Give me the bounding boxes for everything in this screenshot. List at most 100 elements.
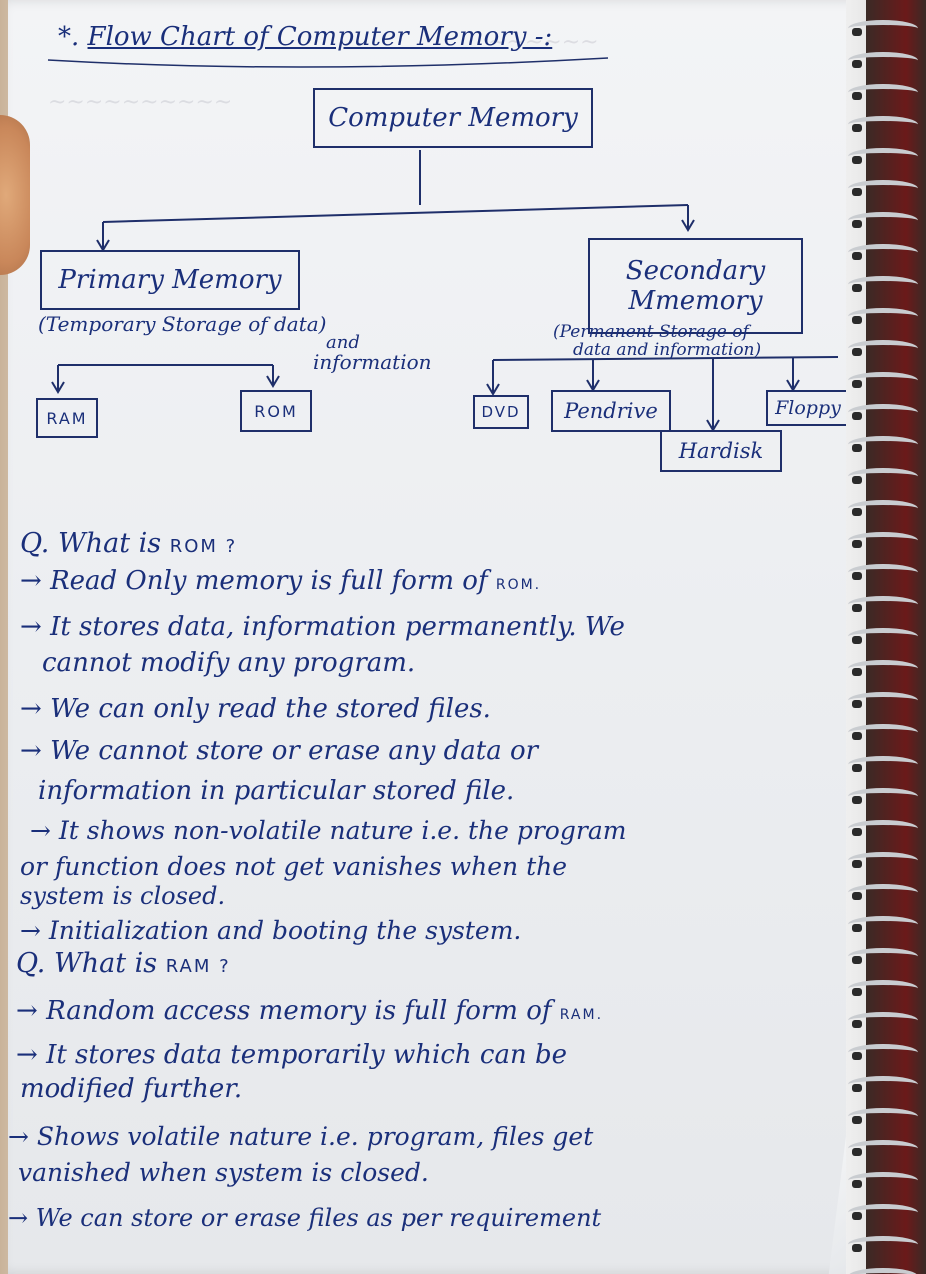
spiral-coil — [848, 1268, 918, 1274]
spiral-coil — [848, 884, 918, 901]
binding-hole — [852, 604, 862, 612]
root-node-box: Computer Memory — [313, 88, 593, 148]
spiral-coil — [848, 628, 918, 645]
thumb — [0, 115, 30, 275]
rom-point-text: Read Only memory is full form of — [50, 566, 488, 596]
binding-hole — [852, 828, 862, 836]
floppy-box: Floppy — [766, 390, 850, 426]
spiral-coil — [848, 244, 918, 261]
rom-point-continuation: cannot modify any program. — [42, 648, 416, 678]
arrow-icon: → — [20, 612, 42, 642]
rom-question-marker: Q. — [20, 528, 50, 559]
rom-question: Q. What is ROM ? — [20, 528, 237, 559]
pendrive-box: Pendrive — [551, 390, 671, 432]
secondary-memory-label-line1: Secondary — [625, 256, 766, 286]
bleed-through-text: ~~~~~~~~~~ — [48, 90, 233, 115]
binding-hole — [852, 188, 862, 196]
binding-hole — [852, 700, 862, 708]
arrow-icon: → — [20, 694, 42, 724]
primary-memory-note-line2: and — [326, 332, 360, 353]
binding-hole — [852, 1052, 862, 1060]
arrow-icon: → — [16, 996, 38, 1026]
ram-point: → We can store or erase files as per req… — [8, 1204, 601, 1232]
secondary-memory-note-line2: data and information) — [573, 340, 762, 360]
binding-hole — [852, 764, 862, 772]
secondary-memory-label-line2: Mmemory — [628, 286, 763, 316]
flowchart-connectors — [47, 57, 839, 432]
rom-point-text: We can only read the stored files. — [50, 694, 491, 724]
spiral-coil — [848, 532, 918, 549]
ram-box: RAM — [36, 398, 98, 438]
binding-hole — [852, 1084, 862, 1092]
spiral-coil — [848, 660, 918, 677]
binding-hole — [852, 412, 862, 420]
primary-memory-note-line1: (Temporary Storage of data) — [38, 312, 327, 336]
rom-point: → It shows non-volatile nature i.e. the … — [30, 816, 626, 845]
rom-point: → We cannot store or erase any data or — [20, 736, 538, 766]
binding-hole — [852, 924, 862, 932]
binding-hole — [852, 892, 862, 900]
binding-hole — [852, 220, 862, 228]
binding-hole — [852, 60, 862, 68]
page-title: *. Flow Chart of Computer Memory -: — [58, 22, 552, 52]
binding-hole — [852, 796, 862, 804]
rom-point-continuation: system is closed. — [20, 882, 226, 910]
primary-memory-note-line3: information — [313, 350, 432, 374]
ram-label: RAM — [46, 408, 88, 428]
binding-hole — [852, 1116, 862, 1124]
hardisk-label: Hardisk — [678, 439, 764, 463]
binding-hole — [852, 156, 862, 164]
spiral-coil — [848, 756, 918, 773]
spiral-coil — [848, 180, 918, 197]
binding-hole — [852, 572, 862, 580]
rom-box: ROM — [240, 390, 312, 432]
rom-point-text: We cannot store or erase any data or — [50, 736, 539, 766]
spiral-coil — [848, 1236, 918, 1253]
spiral-coil — [848, 1172, 918, 1189]
binding-hole — [852, 124, 862, 132]
binding-hole — [852, 988, 862, 996]
rom-point: → Initialization and booting the system. — [20, 916, 521, 945]
binding-hole — [852, 1244, 862, 1252]
primary-memory-box: Primary Memory — [40, 250, 300, 310]
bleed-through-text: ~~~~~~ — [488, 30, 599, 55]
root-node-label: Computer Memory — [328, 103, 578, 133]
binding-hole — [852, 252, 862, 260]
ram-question-text: What is — [53, 948, 158, 979]
spiral-coil — [848, 820, 918, 837]
binding-hole — [852, 540, 862, 548]
binding-hole — [852, 28, 862, 36]
spiral-binding — [846, 0, 926, 1274]
binding-hole — [852, 1180, 862, 1188]
ram-point: → It stores data temporarily which can b… — [16, 1040, 567, 1070]
rom-point-continuation: or function does not get vanishes when t… — [20, 852, 568, 881]
spiral-coil — [848, 564, 918, 581]
ram-point-term: RAM. — [559, 1007, 604, 1023]
spiral-coil — [848, 340, 918, 357]
spiral-coil — [848, 308, 918, 325]
ram-point-continuation: vanished when system is closed. — [18, 1158, 429, 1187]
binding-hole — [852, 444, 862, 452]
spiral-coil — [848, 84, 918, 101]
ram-point-text: Random access memory is full form of — [46, 996, 552, 1026]
binding-hole — [852, 1212, 862, 1220]
arrow-icon: → — [20, 916, 41, 945]
primary-memory-label: Primary Memory — [58, 265, 282, 295]
spiral-coil — [848, 468, 918, 485]
spiral-coil — [848, 20, 918, 37]
pendrive-label: Pendrive — [564, 399, 658, 423]
ram-point: → Random access memory is full form of R… — [16, 996, 603, 1026]
ram-point-text: We can store or erase files as per requi… — [35, 1204, 602, 1232]
rom-point-text: Initialization and booting the system. — [48, 916, 522, 945]
rom-label: ROM — [254, 401, 298, 421]
ram-point: → Shows volatile nature i.e. program, fi… — [8, 1122, 593, 1151]
binding-hole — [852, 956, 862, 964]
rom-question-term: ROM ? — [169, 536, 238, 557]
binding-hole — [852, 476, 862, 484]
binding-hole — [852, 316, 862, 324]
rom-point-term: ROM. — [495, 577, 542, 593]
spiral-coil — [848, 1012, 918, 1029]
spiral-coil — [848, 148, 918, 165]
spiral-coil — [848, 372, 918, 389]
